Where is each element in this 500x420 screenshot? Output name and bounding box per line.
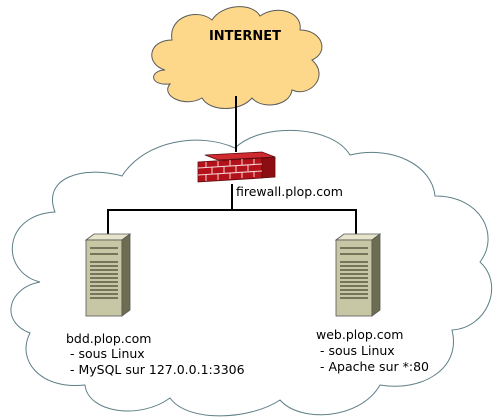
firewall-icon [197, 151, 276, 183]
firewall-label: firewall.plop.com [236, 184, 343, 199]
internet-label: INTERNET [209, 29, 281, 44]
server-bdd-detail: - sous Linux [66, 346, 145, 361]
server-bdd-icon [84, 233, 132, 317]
server-web-detail: - Apache sur *:80 [316, 359, 429, 374]
server-web-icon [334, 233, 382, 317]
internet-cloud-icon [151, 6, 323, 109]
server-web-hostname: web.plop.com [316, 327, 403, 342]
server-bdd-hostname: bdd.plop.com [66, 331, 151, 346]
lan-cloud-icon [10, 129, 492, 417]
server-bdd-detail: - MySQL sur 127.0.0.1:3306 [66, 362, 245, 377]
server-web-detail: - sous Linux [316, 343, 395, 358]
